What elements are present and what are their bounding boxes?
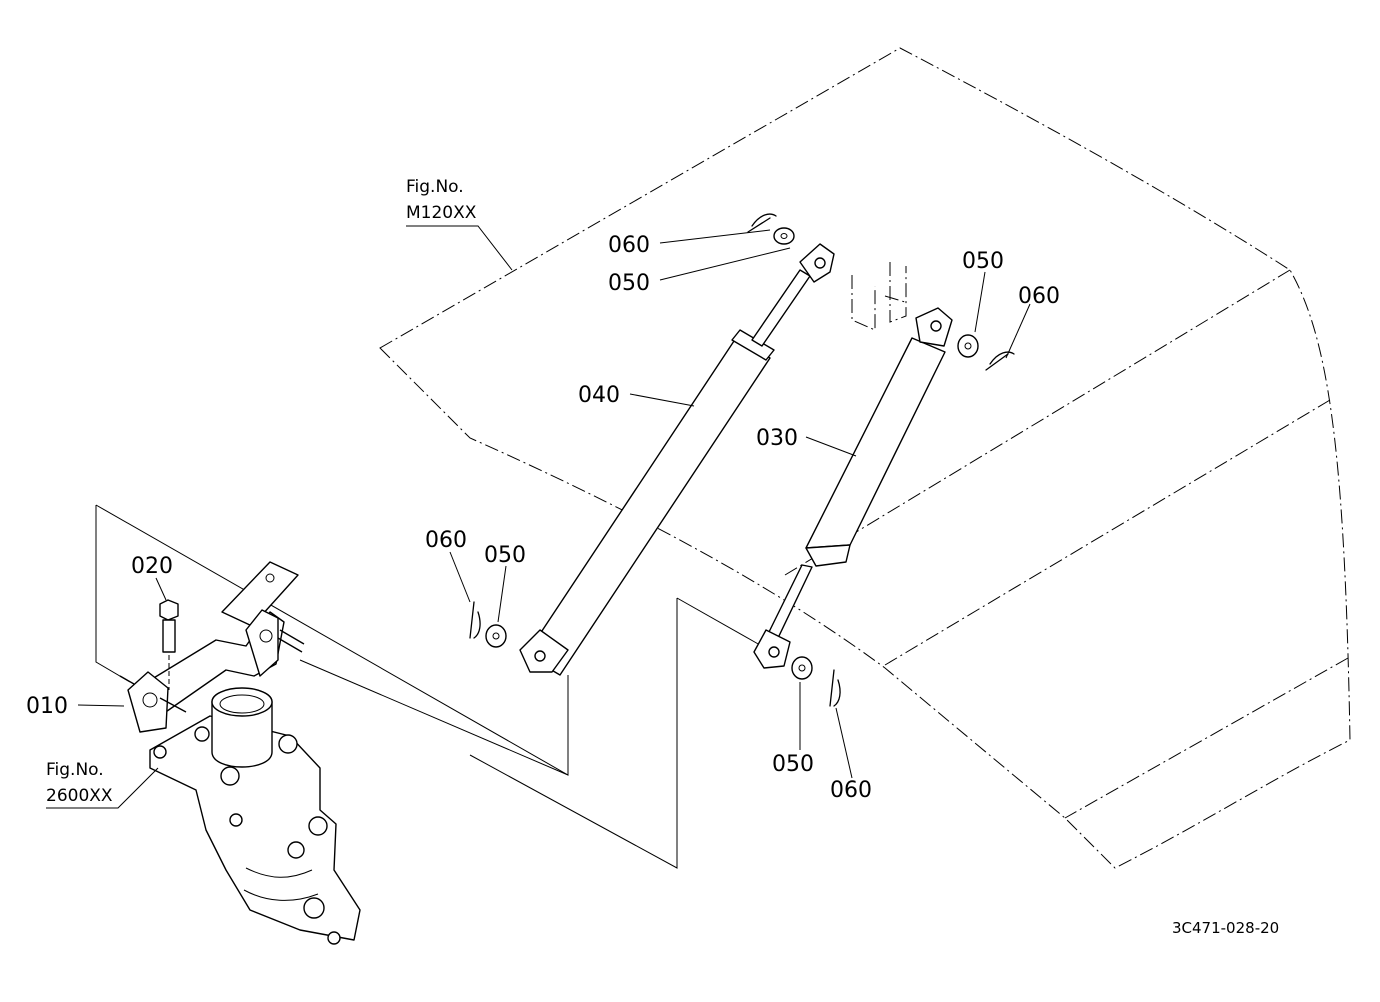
callouts: 060 050 040 030 050 060 060 050 020 010 … (26, 233, 1060, 803)
leader-lines (46, 225, 1031, 809)
callout-060-mid-left: 060 (425, 528, 467, 553)
callout-020: 020 (131, 554, 173, 579)
figure-ref-number: M120XX (406, 203, 477, 223)
callout-030: 030 (756, 426, 798, 451)
callout-060-top-left: 060 (608, 233, 650, 258)
figure-reference-valve: Fig.No. 2600XX (46, 760, 113, 806)
callout-060-bottom-right: 060 (830, 778, 872, 803)
callout-050-mid-left: 050 (484, 543, 526, 568)
figure-ref-label: Fig.No. (46, 760, 104, 780)
figure-ref-number: 2600XX (46, 786, 113, 806)
callout-050-top-right: 050 (962, 249, 1004, 274)
bolt-020 (159, 599, 179, 690)
callout-060-top-right: 060 (1018, 284, 1060, 309)
snap-pins (469, 213, 1015, 707)
callout-050-bottom-right: 050 (772, 752, 814, 777)
callout-040: 040 (578, 383, 620, 408)
valve-body (149, 687, 361, 945)
drawing-code: 3C471-028-20 (1172, 919, 1279, 937)
callout-050-top-left: 050 (608, 271, 650, 296)
callout-010: 010 (26, 694, 68, 719)
figure-reference-hood: Fig.No. M120XX (406, 177, 477, 223)
gas-spring-040 (519, 243, 835, 676)
figure-ref-label: Fig.No. (406, 177, 464, 197)
washers (485, 227, 979, 680)
hinge-bracket-010 (119, 561, 305, 733)
gas-spring-030 (753, 307, 953, 669)
hood-bracket (851, 262, 907, 331)
